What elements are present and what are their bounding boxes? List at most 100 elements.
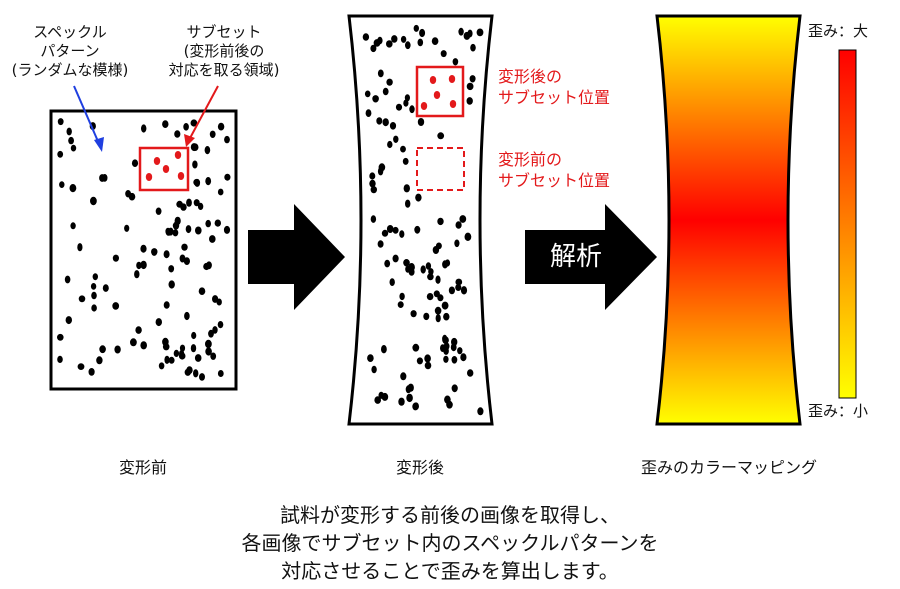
speckle-dot xyxy=(168,356,175,364)
speckle-dot xyxy=(381,229,389,237)
speckle-dot xyxy=(425,262,432,270)
speckle-dot xyxy=(204,146,211,155)
speckle-dot xyxy=(168,280,175,289)
speckle-dot xyxy=(378,391,384,399)
speckle-dot xyxy=(140,260,147,270)
speckle-dot xyxy=(158,362,165,370)
speckle-dot xyxy=(172,229,179,237)
speckle-dot xyxy=(192,160,198,169)
speckle-dot xyxy=(455,221,462,229)
speckle-dot xyxy=(466,82,474,91)
speckle-dot xyxy=(377,69,384,78)
speckle-dot xyxy=(178,352,186,360)
specimen-after xyxy=(347,14,494,426)
speckle-dot xyxy=(57,355,63,363)
speckle-dot xyxy=(224,173,231,181)
speckle-dot xyxy=(155,318,162,327)
speckle-dot xyxy=(66,127,72,136)
description-text: 試料が変形する前後の画像を取得し、 各画像でサブセット内のスペックルパターンを … xyxy=(241,503,659,583)
speckle-dot xyxy=(382,118,389,127)
speckle-dot xyxy=(451,337,458,347)
speckle-dot xyxy=(413,24,419,32)
speckle-dot xyxy=(191,331,197,340)
speckle-dot xyxy=(369,179,376,188)
speckle-dot xyxy=(378,163,386,172)
speckle-dot xyxy=(90,196,97,206)
speckle-dot xyxy=(198,287,206,296)
speckle-dot xyxy=(193,178,200,186)
speckle-dot xyxy=(466,97,473,105)
speckle-dot xyxy=(216,298,222,306)
speckle-dot xyxy=(459,215,467,223)
speckle-dot xyxy=(460,353,467,362)
speckle-dot xyxy=(208,329,214,338)
speckle-dot xyxy=(197,202,204,210)
speckle-dot xyxy=(381,345,387,354)
speckle-dot xyxy=(57,333,64,341)
speckle-dot xyxy=(417,38,424,47)
speckle-dot xyxy=(70,144,77,152)
speckle-dot xyxy=(399,292,405,301)
speckle-dot xyxy=(69,184,77,193)
speckle-dot xyxy=(442,334,448,343)
speckle-dot xyxy=(199,373,205,381)
speckle-dot xyxy=(57,150,64,158)
speckle-dot xyxy=(64,275,71,284)
caption-before: 変形前 xyxy=(118,458,167,477)
speckle-dot xyxy=(395,103,403,111)
speckle-dot xyxy=(217,122,225,131)
speckle-dot xyxy=(224,135,230,144)
speckle-dot xyxy=(96,356,103,365)
deformation-arrow xyxy=(248,204,345,310)
speckle-dot xyxy=(377,240,384,248)
speckle-dot xyxy=(136,261,142,270)
speckle-dot xyxy=(392,226,399,234)
speckle-dot xyxy=(435,314,441,323)
speckle-dot xyxy=(412,402,419,411)
speckle-dot xyxy=(405,199,411,208)
speckle-dot xyxy=(414,225,421,234)
speckle-dot xyxy=(155,207,162,215)
speckle-dot xyxy=(210,352,217,360)
speckle-dot xyxy=(376,117,383,125)
speckle-dot xyxy=(400,372,407,381)
speckle-dot xyxy=(135,326,142,334)
analysis-arrow xyxy=(525,204,657,310)
speckle-dot xyxy=(125,190,131,198)
subset-pointer-arrow xyxy=(184,85,219,147)
speckle-dot xyxy=(389,278,395,286)
speckle-dot xyxy=(217,188,224,196)
speckle-dot xyxy=(205,339,212,349)
speckle-dot xyxy=(112,254,119,262)
speckle-dot xyxy=(214,219,221,227)
speckle-dot xyxy=(212,326,218,334)
speckle-dot xyxy=(193,199,200,207)
speckle-dot xyxy=(399,230,405,238)
speckle-dot xyxy=(184,368,191,376)
subset-after xyxy=(415,65,465,118)
speckle-dot xyxy=(405,265,411,273)
speckle-dot xyxy=(151,248,158,256)
speckle-dot xyxy=(451,356,458,364)
speckle-dot xyxy=(91,291,97,300)
subset-annotation: サブセット (変形前後の 対応を取る領域) xyxy=(168,23,280,79)
speckle-dot xyxy=(435,275,441,284)
speckle-dot xyxy=(163,250,170,259)
speckle-dot xyxy=(59,181,65,189)
speckle-dot xyxy=(387,140,393,149)
speckle-dot xyxy=(130,338,137,347)
speckle-dot xyxy=(460,286,468,295)
speckle-dot xyxy=(184,311,190,321)
speckle-dot xyxy=(68,136,74,145)
speckle-dot xyxy=(191,143,199,151)
speckle-dot xyxy=(179,344,186,352)
speckle-dot xyxy=(370,215,377,223)
speckle-dot xyxy=(370,44,377,53)
speckle-dot xyxy=(400,35,407,43)
speckle-dot xyxy=(367,354,374,362)
speckle-dot xyxy=(403,184,410,193)
speckle-dot xyxy=(186,198,192,207)
speckle-dot xyxy=(455,284,462,291)
speckle-dot xyxy=(209,235,216,243)
speckle-dot xyxy=(217,321,224,329)
